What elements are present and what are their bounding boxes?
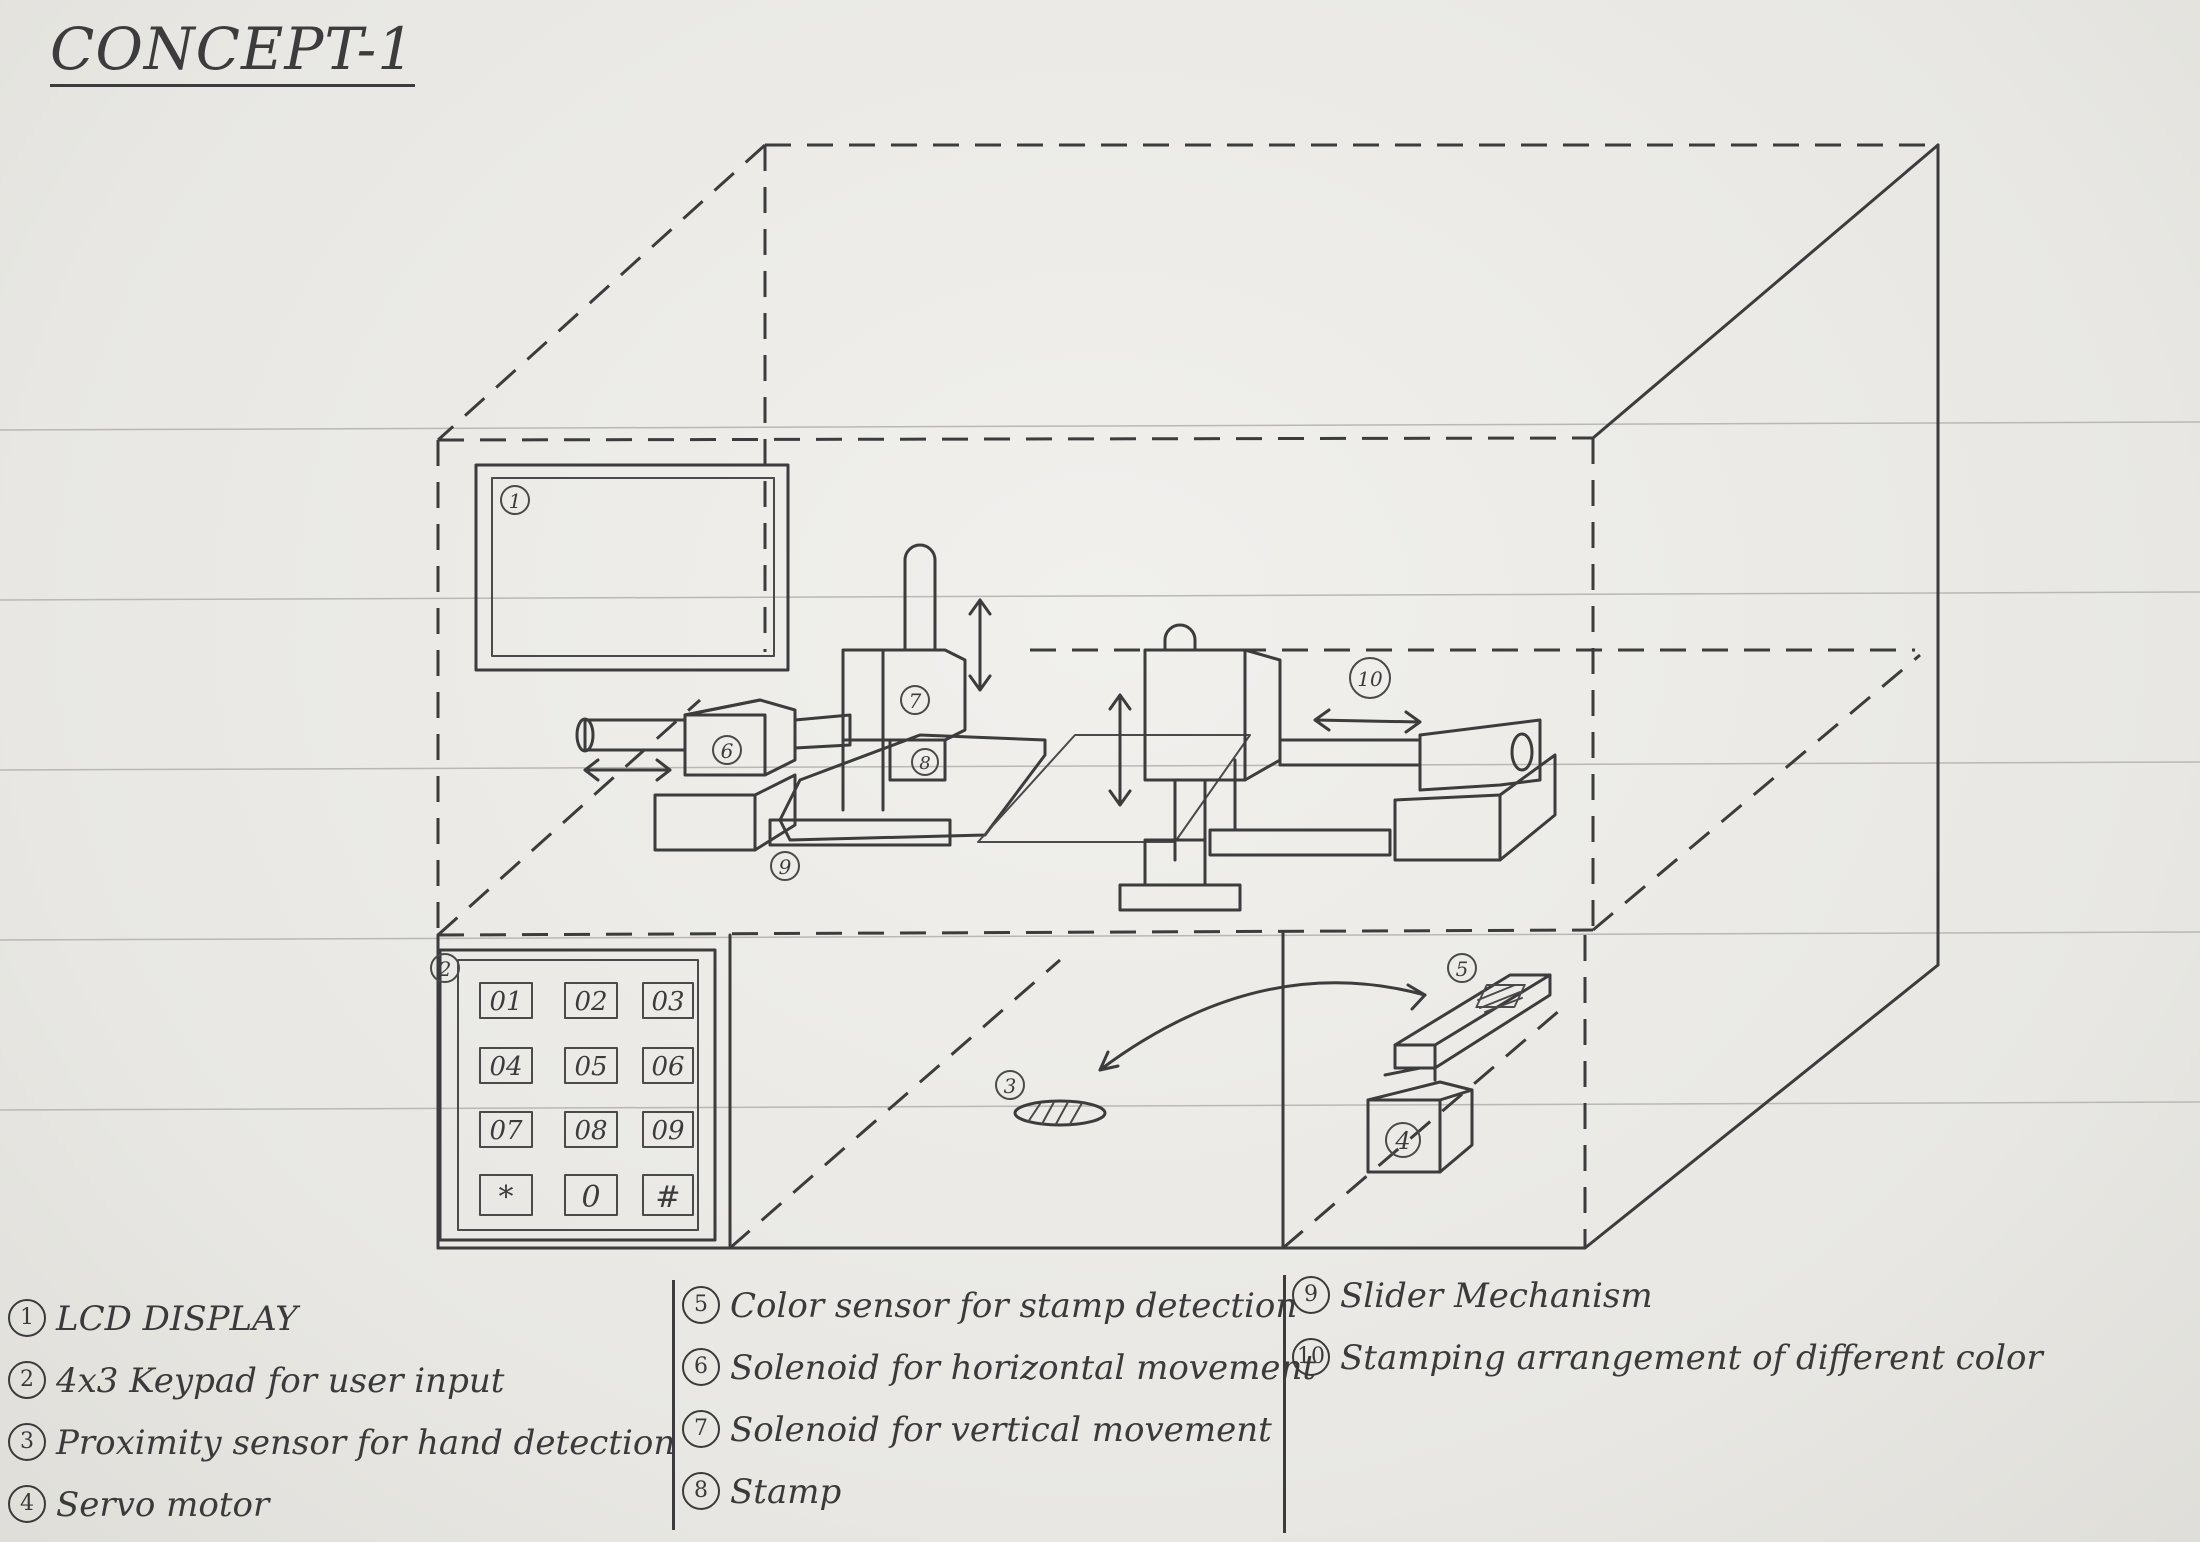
key-03: 03: [651, 987, 684, 1017]
key-0: 0: [581, 1180, 600, 1215]
key-01: 01: [489, 987, 522, 1017]
legend-column-1: 1LCD DISPLAY 24x3 Keypad for user input …: [8, 1288, 675, 1536]
legend-text: Stamping arrangement of different color: [1340, 1338, 2043, 1378]
legend-column-3: 9 Slider Mechanism 10 Stamping arrangement…: [1292, 1265, 2043, 1389]
legend-item: 2 4x3 Keypad for user input: [8, 1350, 675, 1412]
stamping-arrangement-label: 10: [1357, 667, 1383, 691]
key-08: 08: [574, 1116, 607, 1146]
stamp-label: 8: [919, 753, 930, 774]
keypad-keys: 01 02 03 04 05 06 07 08 09 * 0 #: [480, 983, 693, 1215]
legend-num: 5: [682, 1286, 720, 1324]
legend-item: 7 Solenoid for vertical movement: [682, 1399, 1316, 1461]
lcd-display: 1: [476, 465, 788, 670]
legend-item: 3 Proximity sensor for hand detection: [8, 1412, 675, 1474]
legend-item: 4 Servo motor: [8, 1474, 675, 1536]
legend-text: Slider Mechanism: [1340, 1276, 1653, 1316]
key-star: *: [499, 1180, 514, 1215]
proximity-label: 3: [1004, 1074, 1017, 1098]
legend-item: 9 Slider Mechanism: [1292, 1265, 2043, 1327]
legend-num: 9: [1292, 1276, 1330, 1314]
legend-text: LCD DISPLAY: [56, 1299, 298, 1339]
key-02: 02: [574, 987, 607, 1017]
legend-text: Color sensor for stamp detection: [730, 1286, 1297, 1326]
left-stamping-assembly: 6 7 8 9: [577, 545, 1045, 880]
curved-arrow: [1100, 983, 1425, 1070]
legend-item: 6 Solenoid for horizontal movement: [682, 1337, 1316, 1399]
right-stamping-assembly: 10: [1110, 625, 1555, 910]
key-07: 07: [489, 1116, 523, 1146]
key-04: 04: [489, 1052, 522, 1082]
key-05: 05: [574, 1052, 607, 1082]
servo-label: 4: [1394, 1127, 1410, 1155]
legend-item: 1 LCD DISPLAY: [8, 1288, 675, 1350]
slider-label: 9: [779, 855, 792, 879]
color-sensor: 5: [1395, 954, 1550, 1068]
legend-item: 10 Stamping arrangement of different colo…: [1292, 1327, 2043, 1389]
legend-text: Proximity sensor for hand detection: [56, 1423, 675, 1463]
legend-num: 3: [8, 1423, 46, 1461]
legend-num: 2: [8, 1361, 46, 1399]
solenoid-v-label: 7: [909, 689, 922, 713]
solenoid-h-label: 6: [721, 739, 734, 763]
legend-num: 10: [1292, 1338, 1330, 1376]
servo-motor: 4: [1368, 1068, 1472, 1172]
key-hash: #: [655, 1180, 680, 1215]
legend-num: 6: [682, 1348, 720, 1386]
legend-text: Solenoid for vertical movement: [730, 1410, 1272, 1450]
legend-column-2: 5Color sensor for stamp detection 6Solen…: [682, 1275, 1316, 1523]
legend-text: Stamp: [730, 1472, 841, 1512]
paper-lines: [0, 422, 2200, 1110]
curved-arrow-heads: [1100, 985, 1425, 1070]
legend-item: 8 Stamp: [682, 1461, 1316, 1523]
legend-num: 7: [682, 1410, 720, 1448]
legend-text: Solenoid for horizontal movement: [730, 1348, 1316, 1388]
legend-num: 1: [8, 1299, 46, 1337]
key-06: 06: [651, 1052, 684, 1082]
lcd-label: 1: [509, 489, 522, 513]
legend-text: 4x3 Keypad for user input: [56, 1361, 504, 1401]
legend-num: 4: [8, 1485, 46, 1523]
key-09: 09: [651, 1116, 684, 1146]
keypad: 2 01 02 03 04 05 06 07 08 09 * 0 #: [431, 950, 715, 1240]
legend-item: 5 Color sensor for stamp detection: [682, 1275, 1316, 1337]
keypad-label: 2: [438, 957, 452, 981]
legend-text: Servo motor: [56, 1485, 269, 1525]
proximity-sensor: 3: [996, 1071, 1105, 1125]
legend-num: 8: [682, 1472, 720, 1510]
color-sensor-label: 5: [1456, 957, 1469, 981]
